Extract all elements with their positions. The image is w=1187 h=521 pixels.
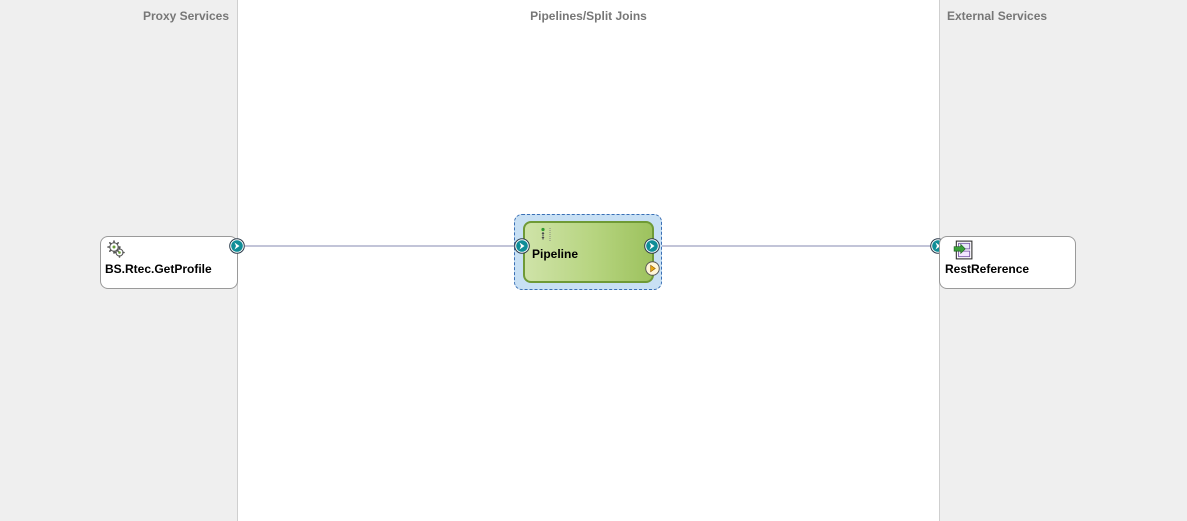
- pipeline-label: Pipeline: [532, 247, 579, 261]
- business-service-out-port[interactable]: [229, 238, 245, 254]
- gear-icon: [107, 240, 125, 258]
- external-service-node[interactable]: RestReference: [939, 236, 1076, 289]
- pipeline-error-port[interactable]: [645, 261, 660, 276]
- wire-proxy-to-pipeline[interactable]: [245, 245, 515, 247]
- business-service-node[interactable]: BS.Rtec.GetProfile: [100, 236, 238, 289]
- pipeline-flow-icon: [541, 227, 551, 242]
- wire-pipeline-to-external[interactable]: [661, 245, 931, 247]
- pipeline-node[interactable]: [523, 221, 654, 283]
- business-service-label: BS.Rtec.GetProfile: [105, 262, 212, 276]
- pipeline-out-port[interactable]: [644, 238, 660, 254]
- external-services-lane-title: External Services: [947, 9, 1048, 23]
- pipelines-lane-title: Pipelines/Split Joins: [530, 9, 647, 23]
- pipeline-in-port[interactable]: [514, 238, 530, 254]
- rest-reference-icon: [953, 240, 973, 260]
- external-service-label: RestReference: [945, 262, 1030, 276]
- proxy-services-lane-title: Proxy Services: [142, 9, 229, 23]
